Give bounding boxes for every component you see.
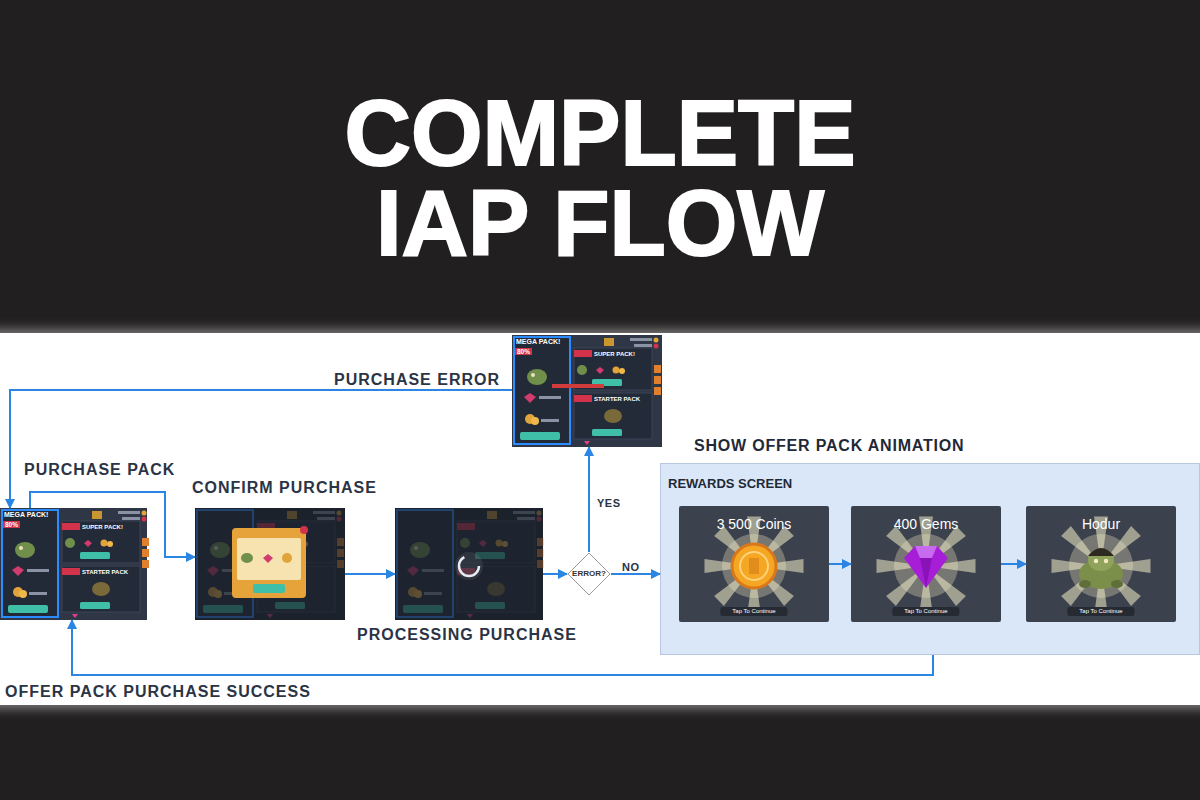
store-screenshot: [2, 510, 149, 618]
confirm-dialog: [232, 526, 308, 598]
sunburst: [877, 517, 976, 616]
section-heading: SHOW OFFER PACK ANIMATION: [694, 437, 964, 455]
store-screen: MEGA PACK! 80% SUPER PACK! STARTER PACK: [0, 508, 147, 620]
edge-label: OFFER PACK PURCHASE SUCCESS: [5, 683, 311, 701]
decision-diamond: ERROR?: [567, 552, 611, 596]
gem-reward: [904, 546, 948, 588]
diamond-shape: [568, 553, 610, 595]
gem-facet: [920, 558, 932, 588]
spinner-glow: [455, 552, 483, 580]
error-message-bar: [552, 384, 604, 388]
gem-facet: [915, 546, 937, 558]
edge-label: PURCHASE ERROR: [334, 371, 500, 389]
flow-arrow: [30, 492, 195, 557]
continue-hint: Tap To Continue: [720, 607, 787, 616]
continue-hint: Tap To Continue: [1067, 607, 1134, 616]
pack-title: MEGA PACK!: [4, 511, 48, 519]
panel-glow: [0, 330, 1200, 708]
reward-card: 400 GemsTap To Continue: [851, 506, 1001, 622]
creature-head: [1088, 549, 1114, 571]
section-label: REWARDS SCREEN: [668, 477, 792, 492]
step-heading: CONFIRM PURCHASE: [192, 479, 377, 497]
loading-spinner: [459, 556, 479, 576]
creature-hair: [1088, 548, 1114, 556]
step-heading: PROCESSING PURCHASE: [357, 626, 577, 644]
coin-emblem: [749, 558, 759, 574]
gem: [904, 546, 948, 588]
diagram-title: COMPLETE IAP FLOW: [310, 88, 890, 268]
close-button: [300, 526, 308, 534]
flow-arrow: [829, 563, 851, 565]
discount-badge: 80%: [3, 521, 20, 528]
pack-title: SUPER PACK!: [594, 351, 635, 358]
confirm-button: [253, 584, 285, 593]
coin: [732, 544, 776, 588]
pack-title: SUPER PACK!: [82, 524, 123, 531]
dimmed-store: [397, 510, 544, 618]
pack-title: STARTER PACK: [594, 396, 640, 403]
flow-arrow: [611, 573, 660, 575]
edge-label: NO: [622, 561, 640, 574]
sunburst: [1052, 517, 1151, 616]
error-screen: MEGA PACK! 80% SUPER PACK! STARTER PACK: [512, 335, 662, 447]
processing-screen: PROCESSING PURCHASE: [395, 508, 543, 620]
edge-label: PURCHASE PACK: [24, 461, 175, 479]
flow-arrow: [10, 390, 512, 508]
dialog-body: [237, 538, 301, 580]
reward-name: 400 Gems: [851, 516, 1001, 532]
creature-body: [1079, 559, 1123, 589]
coin-icon: [282, 553, 292, 563]
decision-label: ERROR?: [567, 552, 611, 596]
flow-arrow: [72, 620, 933, 675]
pack-title: MEGA PACK!: [516, 338, 560, 346]
error-screenshot: [514, 337, 661, 445]
flow-arrow: [543, 573, 567, 575]
reward-card: 3 500 CoinsTap To Continue: [679, 506, 829, 622]
creature-foot: [1111, 580, 1123, 588]
white-panel: [0, 333, 1200, 705]
sunburst: [705, 517, 804, 616]
creature-eye: [1094, 559, 1098, 563]
gem-icon: [263, 554, 273, 563]
edge-label: YES: [597, 497, 621, 510]
flow-arrow: [1001, 563, 1026, 565]
creature-eye: [1104, 559, 1108, 563]
rewards-band: SHOW OFFER PACK ANIMATIONREWARDS SCREEN3…: [660, 463, 1200, 655]
continue-hint: Tap To Continue: [892, 607, 959, 616]
flow-arrow: [588, 447, 590, 552]
dialog-frame: [232, 528, 306, 598]
coin-reward: [732, 544, 776, 588]
reward-card: HodurTap To Continue: [1026, 506, 1176, 622]
reward-name: 3 500 Coins: [679, 516, 829, 532]
creature-icon: [241, 553, 253, 563]
hodur-creature: [1079, 548, 1123, 589]
discount-badge: 80%: [515, 348, 532, 355]
coin-rim: [740, 552, 768, 580]
confirm-screen: CONFIRM PURCHASE: [195, 508, 345, 620]
reward-name: Hodur: [1026, 516, 1176, 532]
creature-foot: [1079, 580, 1091, 588]
dimmed-store: [197, 510, 344, 618]
pack-title: STARTER PACK: [82, 569, 128, 576]
flow-arrow: [345, 573, 395, 575]
